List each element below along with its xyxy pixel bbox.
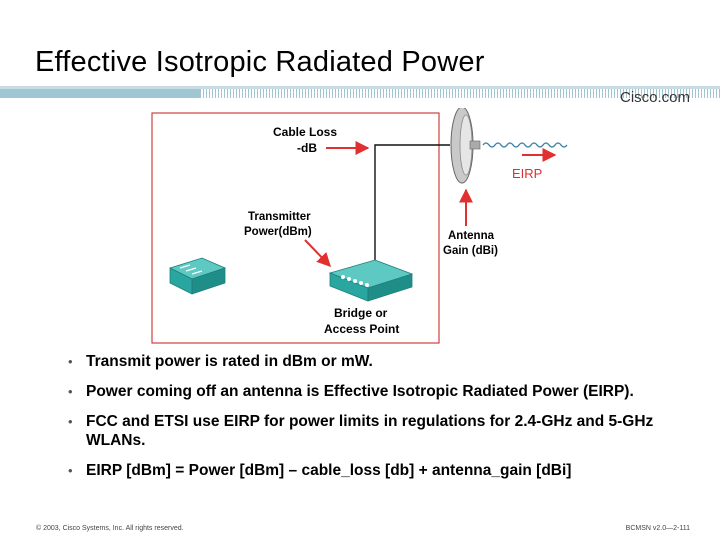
antenna-gain-label: Antenna xyxy=(448,230,495,242)
eirp-diagram: EIRP Cable Loss -dB Antenna Gain (dBi) T… xyxy=(151,108,568,344)
bullet-text: FCC and ETSI use EIRP for power limits i… xyxy=(86,413,654,449)
bullet-marker: • xyxy=(68,354,73,369)
bullet-marker: • xyxy=(68,384,73,399)
cable-loss-label: Cable Loss xyxy=(273,125,337,139)
bridge-label-2: Access Point xyxy=(324,322,399,336)
bridge-label: Bridge or xyxy=(334,306,388,320)
access-point-icon xyxy=(328,259,414,302)
title-rule xyxy=(0,86,720,98)
bullet-item: • Transmit power is rated in dBm or mW. xyxy=(64,352,684,371)
cable-loss-unit: -dB xyxy=(297,141,317,155)
transmitter-arrow xyxy=(304,239,331,268)
bullet-item: • FCC and ETSI use EIRP for power limits … xyxy=(64,412,684,450)
transmitter-label: Transmitter xyxy=(248,211,311,223)
slide-title: Effective Isotropic Radiated Power xyxy=(35,46,485,78)
radio-wave-icon xyxy=(482,142,568,148)
footer-copyright: © 2003, Cisco Systems, Inc. All rights r… xyxy=(36,525,184,532)
footer-course-id: BCMSN v2.0—2-111 xyxy=(625,525,690,532)
bullet-list: • Transmit power is rated in dBm or mW. •… xyxy=(64,352,684,491)
bullet-item: • EIRP [dBm] = Power [dBm] – cable_loss [… xyxy=(64,461,684,480)
eirp-label: EIRP xyxy=(512,166,542,181)
transmitter-unit: Power(dBm) xyxy=(244,226,312,238)
antenna-gain-unit: Gain (dBi) xyxy=(443,245,498,257)
bullet-text: EIRP [dBm] = Power [dBm] – cable_loss [d… xyxy=(86,462,572,479)
bullet-marker: • xyxy=(68,414,73,429)
diagram-frame xyxy=(151,112,440,344)
cisco-logo: Cisco.com xyxy=(619,89,690,106)
bullet-marker: • xyxy=(68,463,73,478)
antenna-cable xyxy=(374,144,450,268)
bullet-text: Transmit power is rated in dBm or mW. xyxy=(86,353,373,370)
bullet-item: • Power coming off an antenna is Effectiv… xyxy=(64,382,684,401)
switch-icon xyxy=(168,257,227,295)
dish-antenna-icon xyxy=(450,108,481,184)
bullet-text: Power coming off an antenna is Effective… xyxy=(86,383,634,400)
